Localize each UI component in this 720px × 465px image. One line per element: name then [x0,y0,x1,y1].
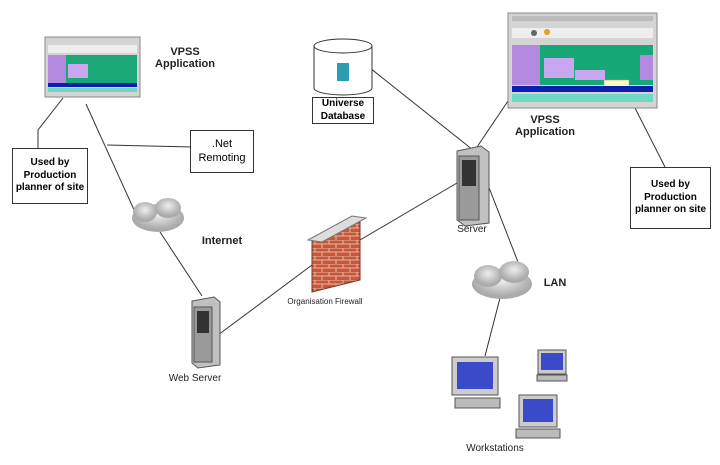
connectors [37,67,666,357]
connector-app-internet [85,103,136,213]
database-icon [313,38,373,96]
connector-internet-webserver [159,231,203,297]
lan-cloud-icon [472,261,532,299]
connector-webserver-firewall [217,264,313,336]
internet-label: Internet [201,235,243,247]
connector-app-right-user [633,105,666,168]
server-label: Server [457,224,487,235]
used-by-left-box: Used by Production planner of site [12,148,88,204]
vpss-app-left-label: VPSS Application [155,46,215,70]
connector-app-right-server [474,94,513,151]
workstations-label: Workstations [466,443,524,454]
workstation-icon [536,349,568,382]
internet-cloud-icon [132,198,184,232]
vpss-app-window-left [44,36,141,98]
connector-app-left-user [37,97,64,148]
connector-firewall-server [359,182,458,241]
firewall-label: Organisation Firewall [287,297,363,306]
workstation-icon [451,356,501,409]
connector-server-lan [487,184,519,263]
web-server-label: Web Server [168,373,222,384]
web-server-icon [191,296,221,369]
database-label: Universe Database [312,97,374,124]
vpss-app-right-label: VPSS Application [515,114,575,138]
connector-remoting [106,144,194,148]
vpss-app-window-right [507,12,658,109]
connector-lan-workstations [484,297,501,357]
server-icon [456,145,490,227]
connector-db-server [369,67,474,151]
lan-label: LAN [543,277,567,289]
net-remoting-box: .Net Remoting [190,130,254,173]
used-by-right-box: Used by Production planner on site [630,167,711,229]
workstation-icon [515,394,561,439]
firewall-icon [306,215,368,293]
